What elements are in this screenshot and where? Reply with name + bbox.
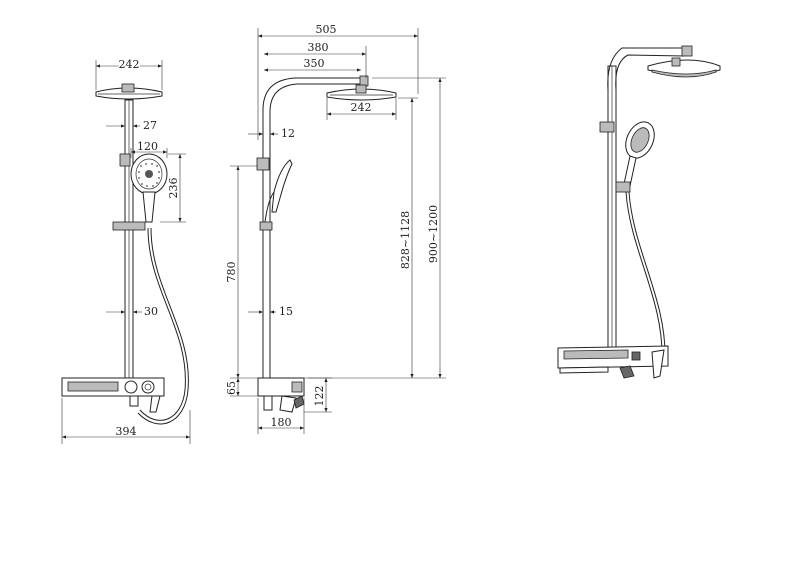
dim-front-arm-offset: 27 bbox=[143, 119, 157, 132]
iso-lever bbox=[651, 349, 665, 379]
dim-side-arm-projection-1: 380 bbox=[308, 41, 329, 54]
iso-thermostatic-shelf bbox=[557, 345, 669, 374]
front-hand-shower bbox=[130, 153, 168, 223]
front-rain-shower-head bbox=[95, 83, 163, 100]
front-riser-pipe bbox=[124, 99, 134, 379]
side-view: 505 380 350 12 242 780 65 15 122 bbox=[224, 23, 446, 434]
iso-shower-arm bbox=[607, 47, 690, 91]
dim-side-total-height-range: 900~1200 bbox=[427, 205, 440, 263]
dim-side-rail-diameter: 15 bbox=[279, 305, 293, 318]
dim-side-head-height-range: 828~1128 bbox=[399, 211, 412, 269]
front-thermostatic-shelf bbox=[61, 377, 165, 397]
side-upper-holder bbox=[256, 157, 270, 171]
dim-front-handshower-width: 120 bbox=[137, 140, 158, 153]
front-lever bbox=[149, 395, 161, 413]
side-rain-shower-head bbox=[326, 84, 397, 101]
dim-front-pipe-diameter: 30 bbox=[144, 305, 158, 318]
dim-side-base-offset: 65 bbox=[225, 381, 238, 395]
dim-side-pipe-gap: 12 bbox=[281, 127, 295, 140]
iso-slide-bracket bbox=[615, 181, 631, 193]
dim-side-arm-projection-2: 350 bbox=[304, 57, 325, 70]
dim-side-total-projection: 505 bbox=[316, 23, 337, 36]
dim-side-slide-rail-length: 780 bbox=[225, 262, 238, 283]
dim-front-head-width: 242 bbox=[119, 58, 140, 71]
side-mixer-body bbox=[257, 377, 305, 413]
iso-rain-shower-head bbox=[647, 57, 721, 78]
dim-side-mixer-height: 122 bbox=[313, 386, 326, 407]
front-spout bbox=[129, 395, 139, 407]
front-upper-holder bbox=[119, 153, 131, 167]
dim-side-head-width: 242 bbox=[351, 101, 372, 114]
iso-hose bbox=[625, 191, 663, 361]
dim-front-shelf-width: 394 bbox=[116, 425, 137, 438]
dim-front-handshower-height: 236 bbox=[167, 178, 180, 199]
front-view: 242 27 120 236 30 394 bbox=[61, 57, 191, 444]
front-slide-bracket bbox=[112, 221, 146, 231]
isometric-view bbox=[557, 45, 721, 379]
dim-side-mixer-depth: 180 bbox=[271, 416, 292, 429]
front-hose bbox=[139, 227, 186, 421]
iso-hand-shower bbox=[623, 121, 655, 187]
iso-spout bbox=[619, 365, 635, 379]
side-shower-arm bbox=[262, 77, 366, 378]
side-slide-bracket bbox=[259, 221, 273, 231]
iso-upper-holder bbox=[599, 121, 615, 133]
side-hand-shower bbox=[271, 159, 293, 213]
